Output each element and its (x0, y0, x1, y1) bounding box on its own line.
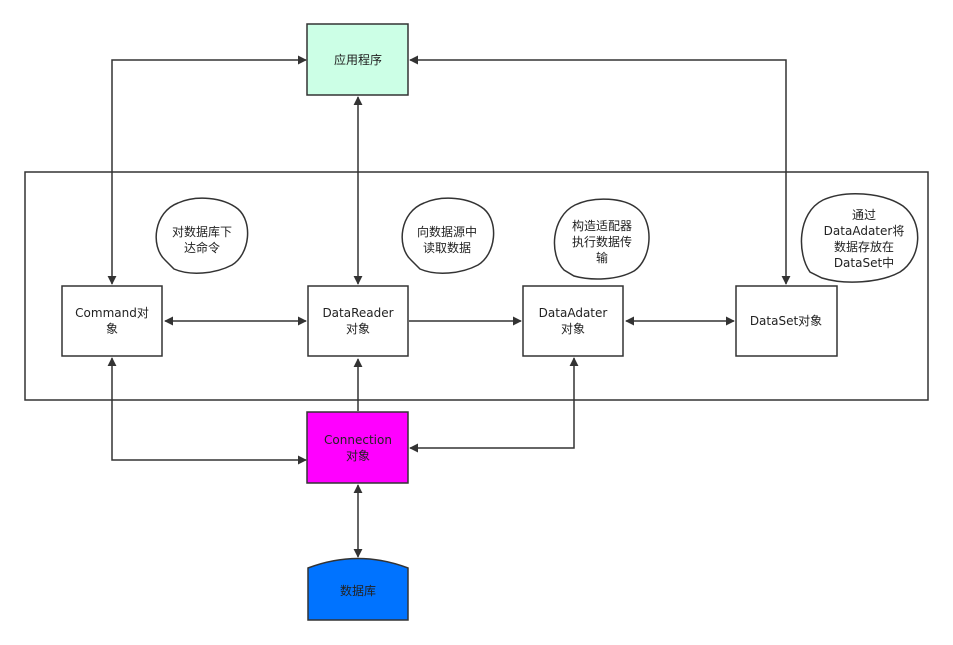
text-line: 读取数据 (423, 240, 471, 255)
bubble-datareader-shape (401, 197, 495, 274)
node-app: 应用程序 (306, 23, 409, 96)
node-dataadapter: DataAdater 对象 (522, 285, 624, 357)
node-dataset-label: DataSet对象 (750, 314, 822, 328)
node-dataset-shape (735, 285, 838, 357)
connectors (107, 55, 791, 558)
text-line: 对数据库下 (172, 224, 232, 239)
node-app-label: 应用程序 (334, 52, 382, 67)
text-line: 应用程序 (334, 52, 382, 67)
node-datareader-shape (307, 285, 409, 357)
edge-command-connection (107, 357, 307, 465)
edge-dataadapter-connection (409, 357, 579, 453)
text-line: Command对 (75, 306, 149, 320)
node-app-shape (306, 23, 409, 96)
bubble-command-text: 对数据库下达命令 (172, 224, 232, 255)
text-line: DataAdater (539, 306, 608, 320)
node-connection: Connection 对象 (306, 411, 409, 484)
text-line: 达命令 (184, 240, 220, 255)
text-line: 象 (106, 322, 118, 336)
node-command-label: Command对象 (75, 306, 149, 336)
node-command: Command对象 (61, 285, 163, 357)
node-connection-label: Connection 对象 (324, 433, 392, 463)
text-line: 通过 (852, 208, 876, 222)
text-line: 数据库 (340, 583, 376, 598)
bubble-command-shape (155, 197, 249, 274)
text-line: DataSet中 (834, 255, 894, 270)
text-line: Connection (324, 433, 392, 447)
text-line: 输 (596, 250, 608, 265)
bubble-dataadapter: 构造适配器执行数据传输 (553, 198, 650, 280)
text-line: 对象 (561, 322, 585, 336)
node-database: 数据库 (307, 557, 409, 621)
node-dataadapter-shape (522, 285, 624, 357)
edge-app-command (107, 55, 307, 285)
edge-app-dataset (409, 55, 791, 285)
node-command-shape (61, 285, 163, 357)
text-line: 向数据源中 (417, 224, 477, 239)
node-connection-shape (306, 411, 409, 484)
node-datareader-label: DataReader 对象 (322, 306, 393, 336)
bubble-dataadapter-shape (553, 198, 650, 280)
node-database-label: 数据库 (340, 583, 376, 598)
text-line: 对象 (346, 449, 370, 463)
node-dataset: DataSet对象 (735, 285, 838, 357)
text-line: DataReader (322, 306, 393, 320)
text-line: 构造适配器 (572, 218, 632, 233)
text-line: 对象 (346, 322, 370, 336)
node-datareader: DataReader 对象 (307, 285, 409, 357)
node-dataadapter-label: DataAdater 对象 (539, 306, 608, 336)
node-database-shape (307, 557, 409, 621)
text-line: 数据存放在 (834, 239, 894, 254)
text-line: DataAdater将 (824, 224, 905, 238)
bubble-dataset-shape (800, 193, 919, 283)
bubble-datareader-text: 向数据源中读取数据 (417, 224, 477, 255)
text-line: DataSet对象 (750, 314, 822, 328)
bubble-datareader: 向数据源中读取数据 (401, 197, 495, 274)
bubble-dataadapter-text: 构造适配器执行数据传输 (572, 218, 632, 265)
bubble-command: 对数据库下达命令 (155, 197, 249, 274)
text-line: 执行数据传 (572, 234, 632, 249)
